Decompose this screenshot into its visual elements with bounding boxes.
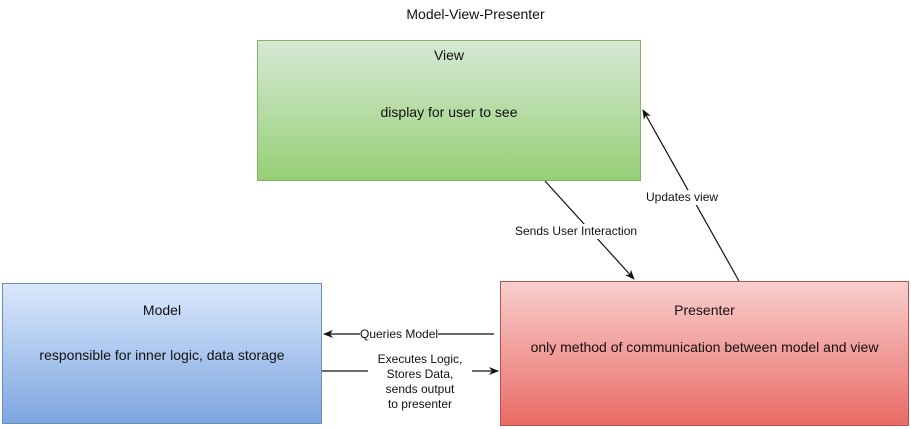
- diagram-title: Model-View-Presenter: [406, 6, 545, 22]
- edge-label-sends-user-interaction: Sends User Interaction: [515, 224, 638, 239]
- view-node-description: display for user to see: [380, 104, 518, 120]
- model-node[interactable]: Model responsible for inner logic, data …: [2, 283, 322, 424]
- edge-label-executes-logic-line: to presenter: [387, 397, 453, 411]
- edge-label-queries-model: Queries Model: [360, 327, 439, 342]
- edge-label-executes-logic-line: Stores Data,: [386, 367, 454, 381]
- edge-label-executes-logic-line: Executes Logic,: [377, 352, 463, 366]
- presenter-node-name: Presenter: [674, 302, 735, 318]
- model-node-name: Model: [142, 302, 182, 318]
- view-node[interactable]: View display for user to see: [257, 40, 641, 181]
- presenter-node-description: only method of communication between mod…: [530, 339, 879, 355]
- edge-label-updates-view: Updates view: [646, 190, 719, 205]
- model-node-description: responsible for inner logic, data storag…: [39, 347, 285, 363]
- edge-label-executes-logic: Executes Logic, Stores Data, sends outpu…: [368, 352, 472, 412]
- edge-label-executes-logic-line: sends output: [385, 382, 455, 396]
- presenter-node[interactable]: Presenter only method of communication b…: [500, 281, 909, 426]
- view-node-name: View: [433, 47, 465, 63]
